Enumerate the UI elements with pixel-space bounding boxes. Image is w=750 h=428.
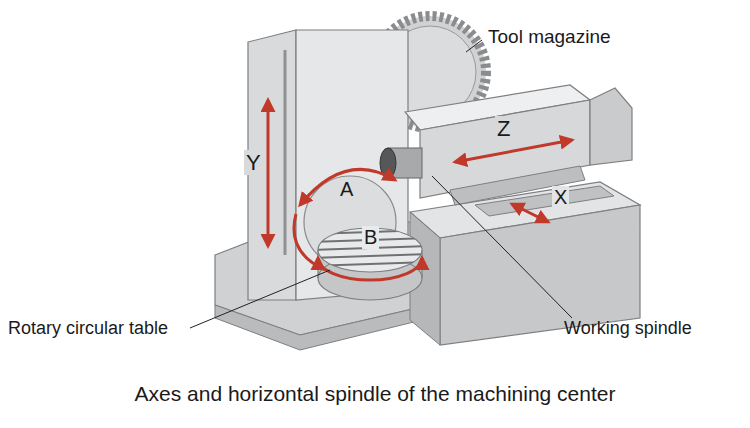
y-axis-arrow — [267, 100, 270, 246]
spindle-head-end — [590, 88, 632, 165]
base-edge — [215, 305, 430, 350]
figure-caption: Axes and horizontal spindle of the machi… — [133, 382, 618, 406]
a-axis-arc — [294, 214, 325, 270]
leader-line — [432, 176, 572, 318]
axis-label: X — [552, 186, 569, 209]
part-label: Rotary circular table — [6, 318, 170, 339]
axis-label: Z — [495, 116, 512, 141]
axis-label: B — [362, 226, 379, 249]
part-label: Working spindle — [562, 318, 694, 339]
part-label: Tool magazine — [486, 26, 613, 48]
z-axis-arrow — [455, 140, 572, 162]
x-axis-arrow — [512, 204, 548, 222]
b-axis-arrow — [318, 258, 422, 280]
t-slot — [310, 262, 430, 266]
leader-line — [466, 40, 482, 52]
a-axis-arrow — [300, 169, 395, 205]
leader-line — [190, 270, 330, 328]
axis-label: Y — [244, 150, 263, 175]
column-guide — [284, 50, 287, 255]
axis-label: A — [338, 178, 355, 201]
t-slot — [310, 254, 430, 258]
